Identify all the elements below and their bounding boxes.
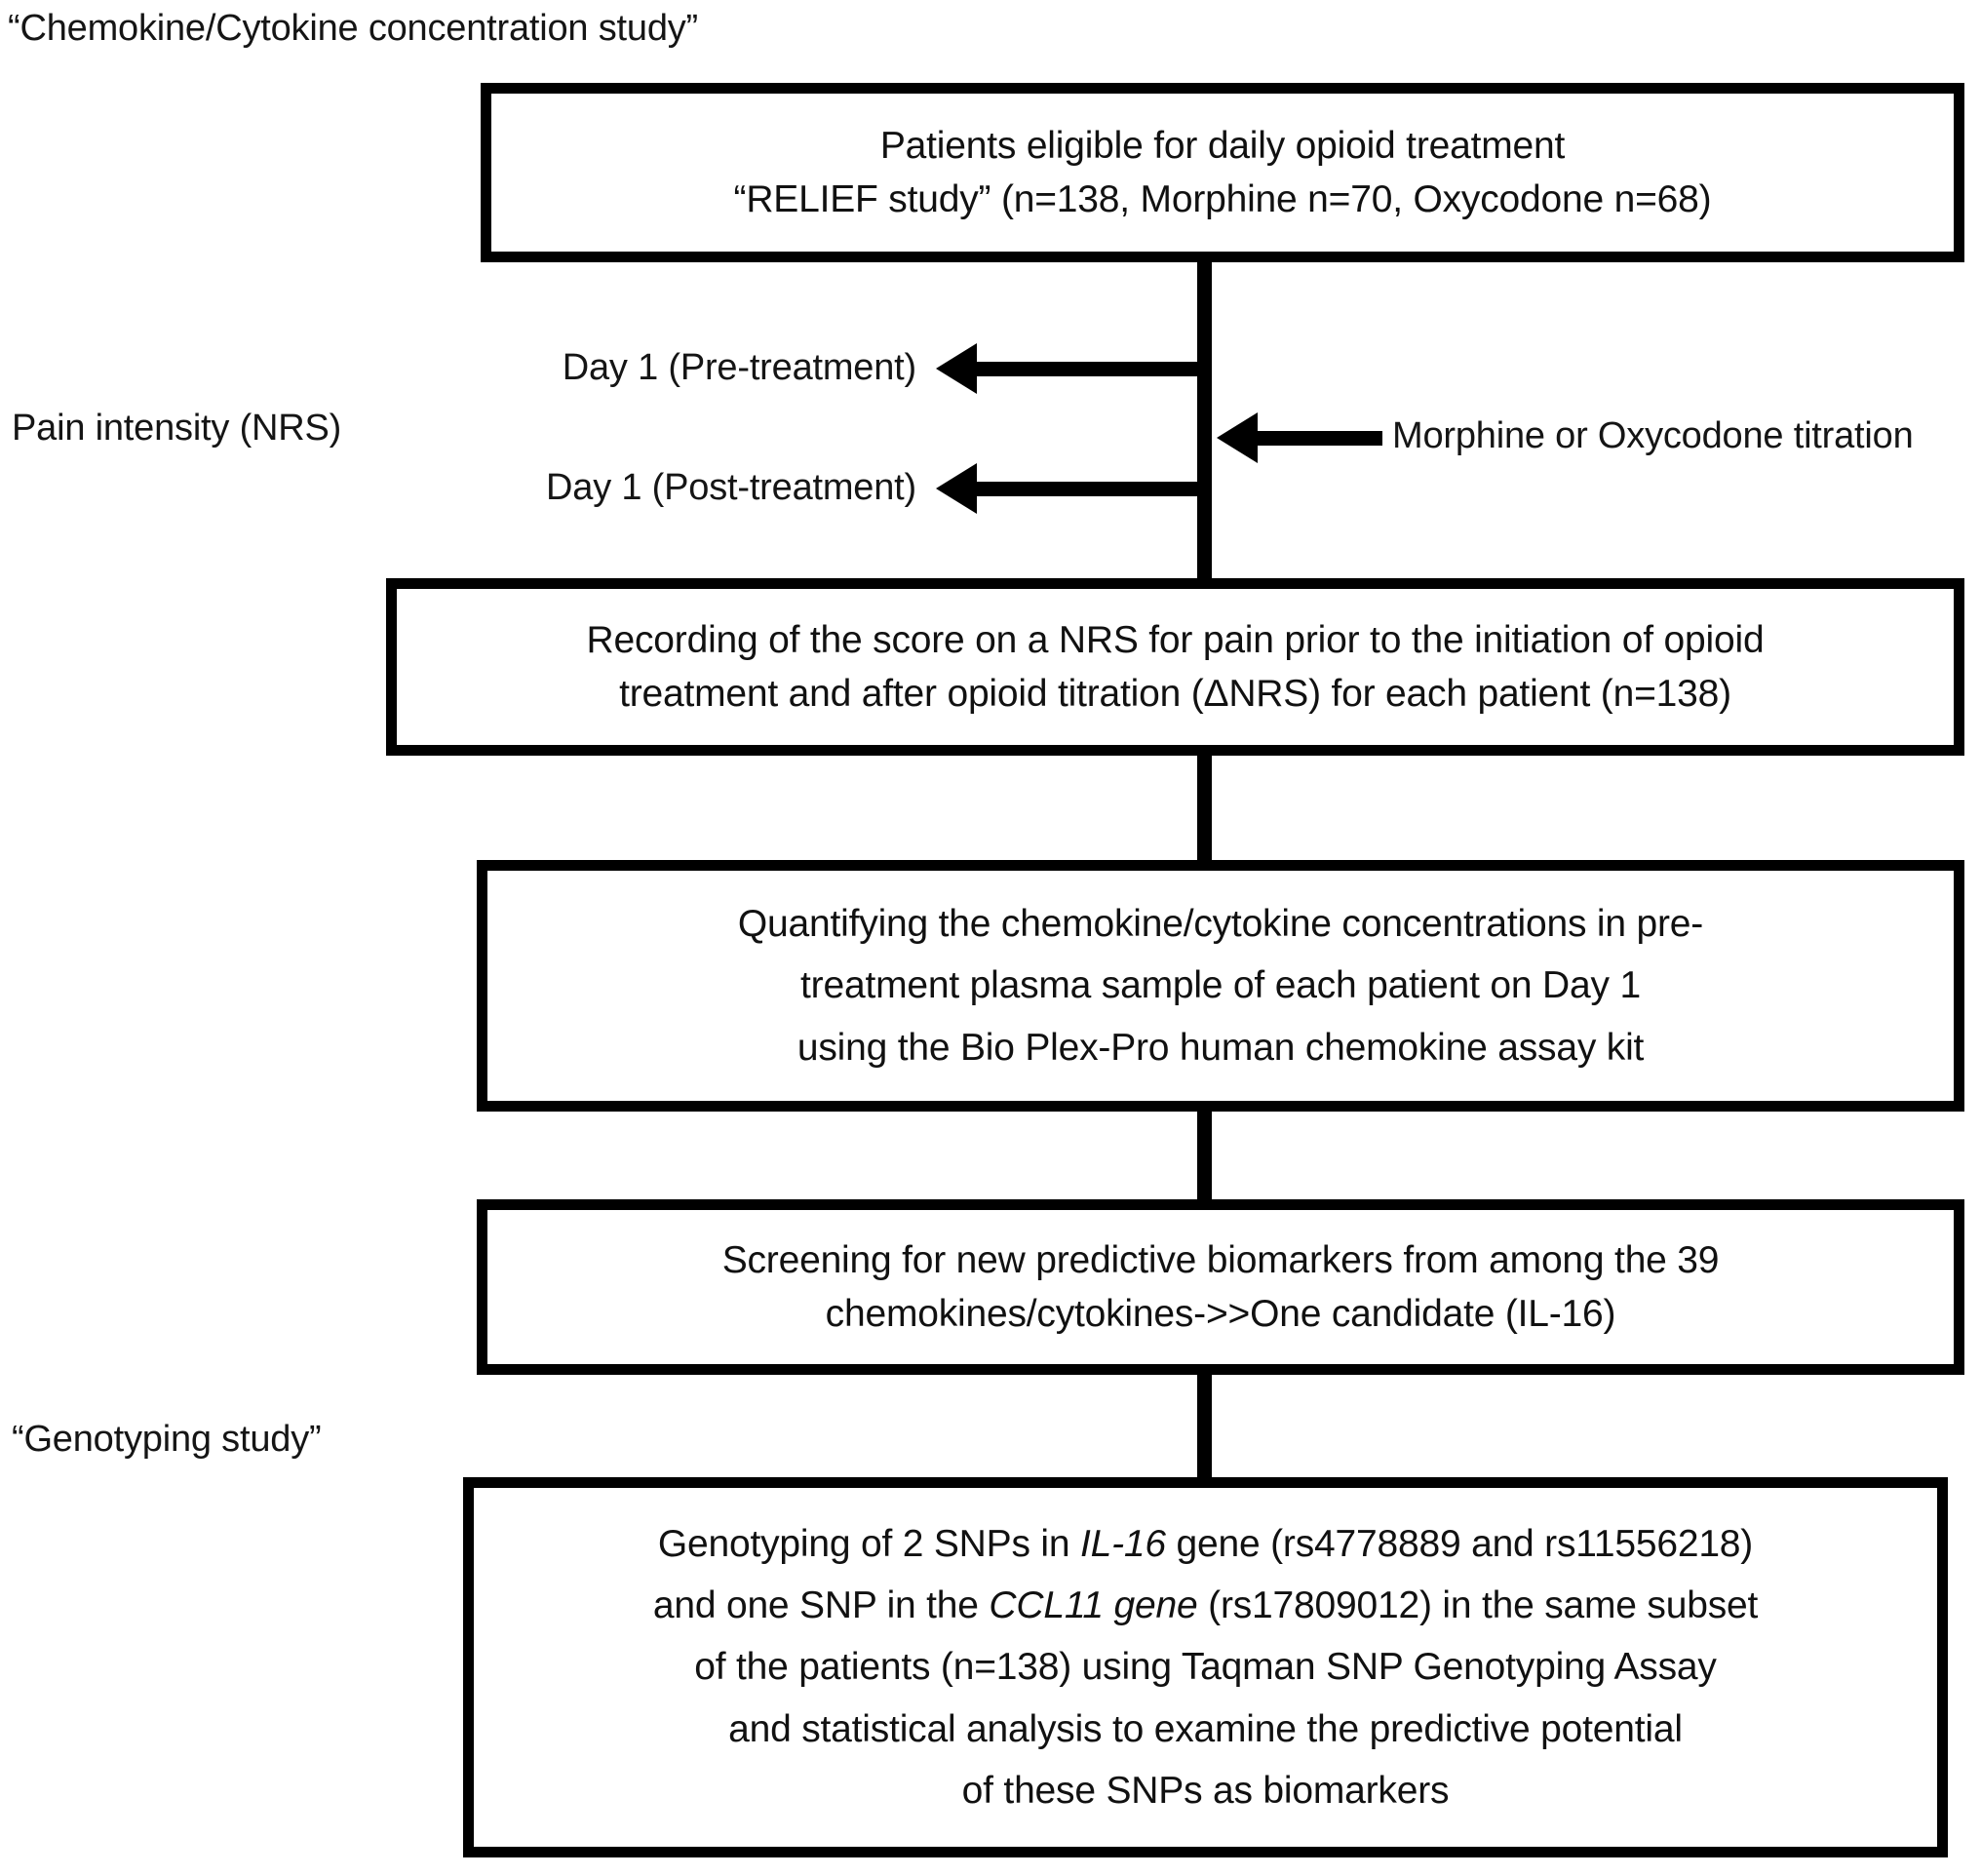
genotyping-line1-part-b: gene (rs4778889 and rs11556218)	[1165, 1523, 1754, 1566]
connector-day1-pre-shaft	[975, 362, 1201, 376]
connector-quantify-to-screening	[1197, 1108, 1212, 1203]
box-quantify-chemokines-text: Quantifying the chemokine/cytokine conce…	[713, 893, 1729, 1078]
genotyping-line2-part-a: and one SNP in the	[652, 1584, 990, 1627]
box-genotyping-snps-line-3: of the patients (n=138) using Taqman SNP…	[694, 1646, 1717, 1689]
box-quantify-chemokines: Quantifying the chemokine/cytokine conce…	[477, 860, 1964, 1112]
label-day1-pre-treatment: Day 1 (Pre-treatment)	[562, 347, 916, 388]
box-genotyping-snps-line-1: Genotyping of 2 SNPs in IL-16 gene (rs47…	[653, 1513, 1758, 1575]
arrow-head-day1-post-icon	[936, 463, 977, 514]
section-label-genotyping-study: “Genotyping study”	[12, 1419, 322, 1460]
genotyping-line2-part-b: (rs17809012) in the same subset	[1197, 1584, 1759, 1627]
box-eligible-patients-text: Patients eligible for daily opioid treat…	[709, 119, 1737, 227]
box-screening-biomarkers: Screening for new predictive biomarkers …	[477, 1199, 1964, 1375]
box-genotyping-snps-line-5: of these SNPs as biomarkers	[961, 1769, 1450, 1812]
box-genotyping-snps-line-2: and one SNP in the CCL11 gene (rs1780901…	[653, 1575, 1758, 1636]
box-screening-biomarkers-line-1: Screening for new predictive biomarkers …	[721, 1238, 1720, 1281]
box-genotyping-snps-text: Genotyping of 2 SNPs in IL-16 gene (rs47…	[628, 1513, 1783, 1821]
box-nrs-recording-line-2: treatment and after opioid titration (ΔN…	[619, 673, 1731, 715]
box-genotyping-snps-line-4: and statistical analysis to examine the …	[728, 1707, 1683, 1750]
connector-day1-post-shaft	[975, 482, 1201, 496]
box-nrs-recording: Recording of the score on a NRS for pain…	[386, 578, 1964, 756]
box-quantify-chemokines-line-1: Quantifying the chemokine/cytokine conce…	[737, 903, 1704, 946]
section-label-pain-intensity: Pain intensity (NRS)	[12, 408, 342, 449]
gene-name-ccl11: CCL11 gene	[989, 1584, 1198, 1627]
box-eligible-patients: Patients eligible for daily opioid treat…	[481, 83, 1964, 262]
box-genotyping-snps: Genotyping of 2 SNPs in IL-16 gene (rs47…	[463, 1477, 1948, 1857]
box-quantify-chemokines-line-2: treatment plasma sample of each patient …	[800, 964, 1641, 1007]
connector-trunk-vertical	[1197, 258, 1212, 582]
box-quantify-chemokines-line-3: using the Bio Plex-Pro human chemokine a…	[796, 1026, 1645, 1069]
genotyping-line1-part-a: Genotyping of 2 SNPs in	[657, 1523, 1080, 1566]
label-morphine-oxycodone-titration: Morphine or Oxycodone titration	[1392, 415, 1914, 456]
box-screening-biomarkers-line-2: chemokines/cytokines->>One candidate (IL…	[825, 1293, 1616, 1335]
section-label-chemokine-study: “Chemokine/Cytokine concentration study”	[8, 8, 699, 49]
connector-nrs-to-quantify	[1197, 752, 1212, 865]
box-eligible-patients-line-2: “RELIEF study” (n=138, Morphine n=70, Ox…	[733, 178, 1712, 220]
connector-screening-to-genotyping	[1197, 1371, 1212, 1484]
connector-titration-shaft	[1258, 431, 1382, 446]
box-eligible-patients-line-1: Patients eligible for daily opioid treat…	[879, 124, 1566, 167]
gene-name-il16: IL-16	[1080, 1523, 1166, 1566]
label-day1-post-treatment: Day 1 (Post-treatment)	[546, 467, 916, 508]
box-screening-biomarkers-text: Screening for new predictive biomarkers …	[697, 1233, 1745, 1342]
arrow-head-titration-icon	[1217, 412, 1258, 463]
box-nrs-recording-line-1: Recording of the score on a NRS for pain…	[586, 618, 1765, 661]
box-nrs-recording-text: Recording of the score on a NRS for pain…	[562, 613, 1790, 722]
arrow-head-day1-pre-icon	[936, 343, 977, 394]
